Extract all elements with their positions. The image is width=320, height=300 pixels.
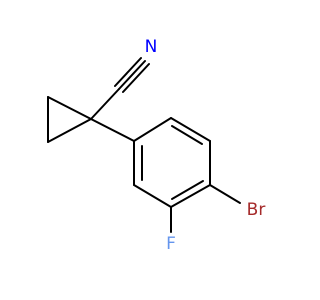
benzene-bond-c5-c6: [133, 184, 172, 208]
quaternary-to-nitrile-carbon-bond: [90, 88, 120, 120]
molecule-structure-diagram: N Br F: [47, 37, 266, 254]
benzene-ring: [133, 117, 211, 208]
nitrile-triple-bond-line-2: [118, 60, 146, 90]
cyclopropane-ring: [47, 96, 92, 143]
nitrile-triple-bond-line-1: [114, 57, 142, 87]
benzene-bond-c2-c3: [170, 117, 211, 142]
fluorine-atom-label: F: [166, 234, 176, 254]
nitrile-group: N: [90, 37, 158, 120]
cyclopropane-bond-top: [47, 96, 92, 120]
bromine-atom-label: Br: [247, 200, 266, 220]
benzene-double-bond-inner-bottom: [171, 180, 204, 200]
benzene-bond-c1-c2: [133, 117, 172, 142]
carbon-to-bromine-bond: [209, 184, 241, 204]
nitrogen-atom-label: N: [145, 37, 158, 57]
cyclopropane-bond-bottom: [47, 118, 92, 143]
benzene-double-bond-inner-top: [171, 125, 203, 145]
nitrile-triple-bond-line-3: [122, 63, 150, 93]
benzene-bond-c4-c5: [170, 184, 211, 208]
cyclopropyl-to-phenyl-bond: [90, 118, 135, 142]
